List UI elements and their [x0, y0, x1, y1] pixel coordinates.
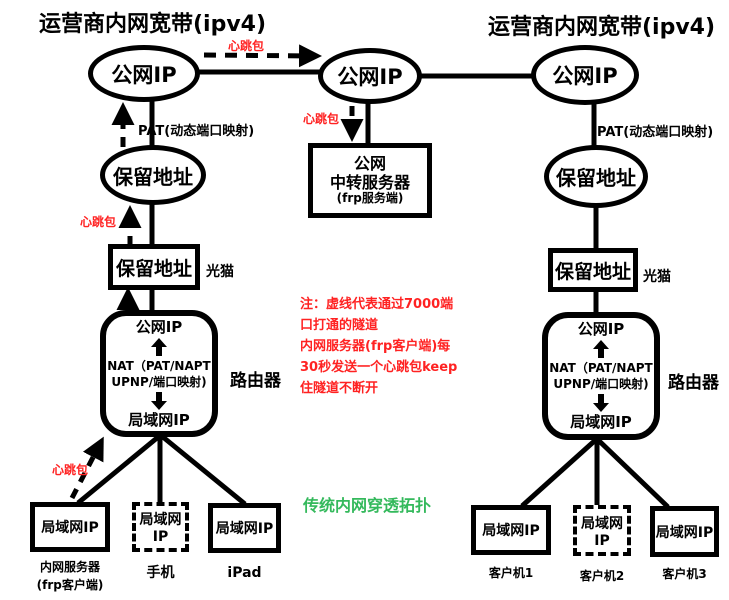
node-lan-phone: 局域网IP	[132, 502, 189, 552]
node-label: 局域网IP	[482, 523, 540, 539]
device-name-client3: 客户机3	[662, 567, 707, 581]
node-lan-client1: 局域网IP	[471, 505, 551, 555]
up-arrow-icon	[149, 337, 169, 356]
node-label: 局域网IP	[139, 512, 182, 545]
node-reserved-address-2: 保留地址	[544, 145, 648, 208]
node-modem-2: 保留地址	[548, 248, 638, 292]
router-nat-line1: NAT（PAT/NAPT	[549, 361, 653, 375]
node-lan-server: 局域网IP	[30, 502, 110, 552]
router-lan-ip: 局域网IP	[128, 410, 190, 429]
node-public-ip-1: 公网IP	[88, 45, 200, 102]
note-line: 住隧道不断开	[300, 381, 379, 396]
node-label: 局域网IP	[41, 520, 99, 536]
heartbeat-label-relay: 心跳包	[303, 112, 340, 126]
heartbeat-label-left-mid: 心跳包	[80, 215, 117, 229]
modem-label-left: 光猫	[206, 264, 234, 280]
router-label-left: 路由器	[230, 371, 281, 391]
note-line: 30秒发送一个心跳包keep	[300, 360, 458, 375]
node-label: 保留地址	[113, 164, 193, 189]
node-public-ip-2: 公网IP	[318, 48, 422, 104]
note-line: 口打通的隧道	[300, 318, 379, 333]
node-label: 保留地址	[556, 166, 636, 190]
down-arrow-icon	[149, 391, 169, 410]
device-name-phone: 手机	[146, 565, 175, 581]
node-label: 保留地址	[554, 260, 631, 283]
device-name-client1: 客户机1	[488, 566, 534, 580]
relay-server-line2: 中转服务器	[329, 172, 410, 192]
node-router-1: 公网IP NAT（PAT/NAPT UPNP/端口映射) 局域网IP	[100, 310, 218, 437]
pat-label-right: PAT(动态端口映射)	[597, 125, 714, 140]
node-modem-1: 保留地址	[108, 244, 200, 290]
relay-server-line1: 公网	[353, 154, 386, 174]
modem-label-right: 光猫	[643, 269, 671, 285]
device-name-server: 内网服务器 (frp客户端)	[20, 558, 120, 594]
title-right: 运营商内网宽带(ipv4)	[488, 15, 716, 40]
device-name-line: (frp客户端)	[36, 578, 104, 592]
heartbeat-label-left-low: 心跳包	[52, 463, 89, 477]
router-nat-line2: UPNP/端口映射)	[111, 374, 207, 389]
router-nat-line2: UPNP/端口映射)	[553, 377, 649, 391]
node-label: 局域网IP	[215, 521, 274, 537]
node-label: 局域网IP	[581, 515, 623, 549]
pat-label-left: PAT(动态端口映射)	[138, 124, 255, 139]
router-lan-ip: 局域网IP	[570, 413, 632, 431]
device-name-ipad: iPad	[227, 565, 262, 581]
node-router-2: 公网IP NAT（PAT/NAPT UPNP/端口映射) 局域网IP	[542, 312, 660, 440]
node-relay-server: 公网 中转服务器 (frp服务端)	[308, 143, 432, 218]
note-line: 注：虚线代表通过7000端	[300, 297, 454, 312]
router-public-ip: 公网IP	[577, 320, 625, 338]
device-name-client2: 客户机2	[579, 569, 625, 583]
node-lan-client2: 局域网IP	[573, 505, 631, 556]
note-text: 注：虚线代表通过7000端 口打通的隧道 内网服务器(frp客户端)每 30秒发…	[300, 294, 457, 399]
link-router2-client1	[520, 434, 602, 508]
node-lan-client3: 局域网IP	[650, 506, 719, 557]
title-left: 运营商内网宽带(ipv4)	[39, 12, 267, 37]
tunnel-publicip1-publicip2	[203, 44, 322, 68]
relay-server-line3: (frp服务端)	[336, 190, 404, 205]
node-reserved-address-1: 保留地址	[100, 145, 206, 205]
node-lan-ipad: 局域网IP	[208, 503, 281, 553]
device-name-line: 内网服务器	[39, 560, 100, 574]
router-public-ip: 公网IP	[135, 317, 183, 336]
link-router2-client3	[592, 434, 670, 509]
router-label-right: 路由器	[668, 373, 719, 393]
link-router1-ipad	[156, 431, 247, 506]
node-label: 公网IP	[337, 65, 403, 89]
node-label: 公网IP	[111, 62, 177, 87]
down-arrow-icon	[591, 394, 611, 412]
node-label: 公网IP	[552, 64, 618, 88]
node-public-ip-3: 公网IP	[531, 45, 639, 105]
up-arrow-icon	[591, 340, 611, 358]
node-label: 保留地址	[115, 257, 192, 280]
heartbeat-label-top: 心跳包	[228, 39, 265, 53]
diagram-caption: 传统内网穿透拓扑	[303, 496, 432, 515]
router-nat-line1: NAT（PAT/NAPT	[107, 358, 211, 373]
node-label: 局域网IP	[655, 524, 714, 541]
link-router1-server	[76, 431, 165, 505]
note-line: 内网服务器(frp客户端)每	[300, 339, 451, 354]
